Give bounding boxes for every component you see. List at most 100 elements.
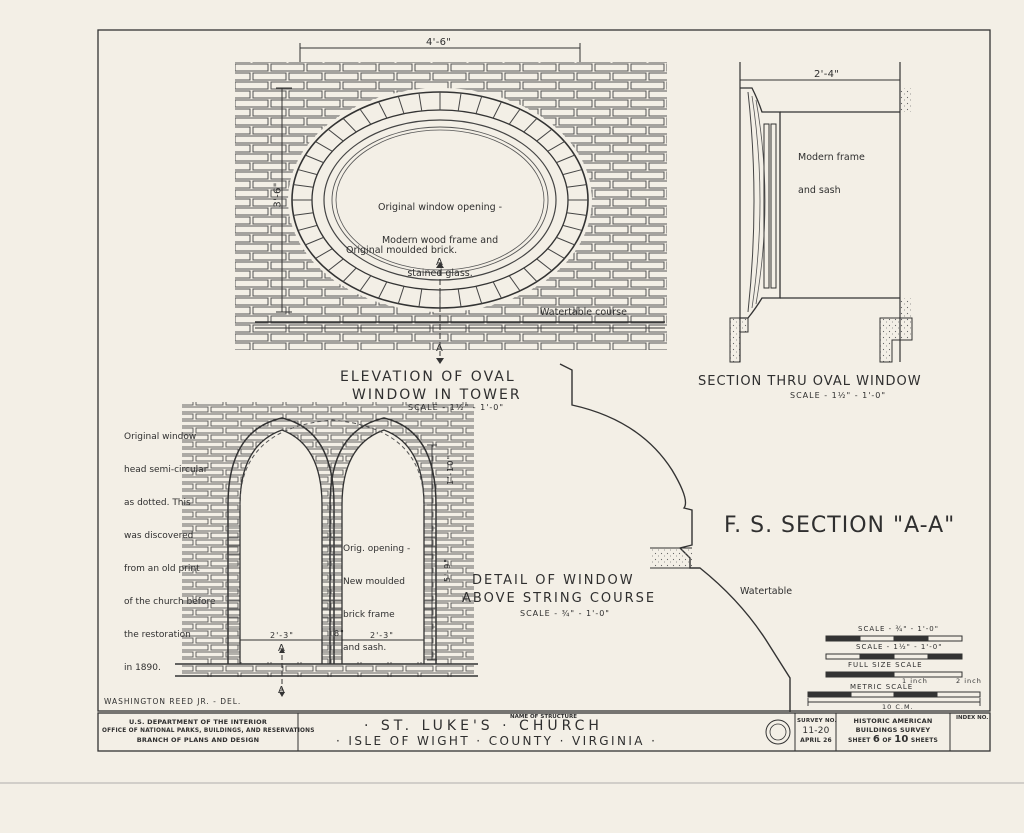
window-detail-frame bbox=[227, 417, 437, 664]
oval-voussoir-joint bbox=[508, 275, 521, 292]
scale-bar-2-label: SCALE - 1½" - 1'-0" bbox=[856, 643, 943, 651]
fs-watertable-note: Watertable bbox=[740, 586, 793, 597]
oval-voussoir-joint bbox=[378, 101, 388, 119]
oval-elevation-title-1: ELEVATION OF OVAL bbox=[340, 369, 516, 385]
window-detail-scale: SCALE - ¾" - 1'-0" bbox=[520, 609, 610, 618]
window-section-marker-top: A bbox=[278, 643, 286, 654]
structure-name: · ST. LUKE'S · CHURCH bbox=[364, 718, 603, 734]
oval-section bbox=[729, 62, 913, 363]
fs-section-title: F. S. SECTION "A-A" bbox=[724, 513, 956, 538]
oval-voussoir-joint bbox=[566, 184, 587, 188]
oval-voussoir-joint bbox=[397, 286, 405, 304]
scale-bar-3-label: FULL SIZE SCALE bbox=[848, 661, 923, 669]
habs-line-2: BUILDINGS SURVEY bbox=[855, 726, 931, 734]
oval-voussoir-joint bbox=[562, 224, 583, 231]
oval-voussoir-joint bbox=[418, 289, 423, 307]
window-opening-note: Orig. opening - New moulded brick frame … bbox=[343, 544, 411, 653]
oval-voussoir-joint bbox=[475, 96, 483, 114]
oval-voussoir-joint bbox=[566, 212, 587, 216]
window-dimension-upper: 1'-10" bbox=[446, 454, 456, 486]
oval-voussoir-joint bbox=[297, 169, 318, 176]
delineator-signature: WASHINGTON REED JR. - DEL. bbox=[104, 697, 242, 706]
fs-section-profile bbox=[559, 363, 791, 712]
habs-block: HISTORIC AMERICAN BUILDINGS SURVEY SHEET… bbox=[838, 717, 948, 745]
index-caption: INDEX NO. bbox=[956, 715, 989, 721]
oval-section-marker-top: A bbox=[436, 257, 444, 268]
oval-voussoir-joint bbox=[562, 169, 583, 176]
section-title: SECTION THRU OVAL WINDOW bbox=[698, 374, 922, 389]
oval-voussoir-joint bbox=[359, 108, 372, 125]
oval-voussoir-joint bbox=[492, 101, 502, 119]
scale-bar-3-sub: 1 inch bbox=[902, 677, 928, 685]
oval-watertable-note: Watertable course bbox=[540, 307, 627, 318]
oval-dimension-height: 3'-6" bbox=[272, 182, 284, 208]
oval-elevation-title-2: WINDOW IN TOWER bbox=[352, 387, 522, 403]
oval-voussoir-joint bbox=[492, 281, 502, 299]
structure-name-caption: NAME OF STRUCTURE bbox=[510, 714, 578, 720]
window-section-marker-bottom: A bbox=[278, 685, 286, 696]
oval-elevation-scale: SCALE - 1½" - 1'-0" bbox=[408, 403, 505, 412]
oval-brick-note: Original moulded brick. bbox=[346, 245, 458, 256]
window-dimension-lower: 5'-9" bbox=[442, 558, 452, 582]
window-detail bbox=[182, 402, 474, 677]
agency-line-1: U.S. DEPARTMENT OF THE INTERIOR bbox=[128, 718, 268, 726]
window-head-note: Original window head semi-circular as do… bbox=[124, 432, 216, 673]
oval-voussoir-joint bbox=[305, 154, 324, 164]
title-block-lines bbox=[97, 712, 991, 752]
oval-voussoir-joint bbox=[457, 289, 462, 307]
oval-section-marker-bottom: A bbox=[436, 343, 444, 354]
oval-voussoir-joint bbox=[293, 212, 314, 216]
structure-location: · ISLE OF WIGHT · COUNTY · VIRGINIA · bbox=[336, 734, 658, 748]
survey-number: 11-20 bbox=[802, 726, 830, 736]
oval-window-frame bbox=[291, 91, 589, 309]
oval-voussoir-joint bbox=[536, 128, 553, 142]
window-dimension-mid: 8" bbox=[334, 629, 345, 638]
sheet-border bbox=[97, 29, 991, 712]
habs-line-1: HISTORIC AMERICAN bbox=[853, 717, 933, 725]
agency-block: U.S. DEPARTMENT OF THE INTERIOR OFFICE O… bbox=[102, 718, 315, 745]
survey-caption: SURVEY NO. bbox=[797, 718, 837, 724]
oval-opening-note: Original window opening - Modern wood fr… bbox=[378, 202, 503, 279]
oval-voussoir-joint bbox=[327, 258, 344, 272]
oval-voussoir-joint bbox=[359, 275, 372, 292]
agency-line-3: BRANCH OF PLANS AND DESIGN bbox=[136, 736, 260, 744]
oval-voussoir-joint bbox=[556, 236, 575, 246]
scale-bar-1-label: SCALE - ¾" - 1'-0" bbox=[858, 625, 939, 633]
window-dimension-right: 2'-3" bbox=[370, 631, 394, 640]
section-dimension-width: 2'-4" bbox=[814, 69, 840, 80]
oval-voussoir-joint bbox=[418, 93, 423, 111]
oval-voussoir-joint bbox=[547, 248, 565, 259]
scale-bars bbox=[807, 635, 981, 706]
scale-bar-4-label: METRIC SCALE bbox=[850, 683, 914, 691]
oval-voussoir-joint bbox=[293, 184, 314, 188]
oval-voussoir-joint bbox=[475, 286, 483, 304]
survey-block: SURVEY NO. 11-20 APRIL 26 bbox=[797, 716, 837, 746]
window-detail-title-2: ABOVE STRING COURSE bbox=[462, 591, 657, 606]
oval-voussoir-joint bbox=[297, 224, 318, 231]
oval-voussoir-joint bbox=[457, 93, 462, 111]
oval-voussoir-joint bbox=[327, 128, 344, 142]
oval-voussoir-joint bbox=[508, 108, 521, 125]
agency-line-2: OFFICE OF NATIONAL PARKS, BUILDINGS, AND… bbox=[102, 728, 315, 734]
section-scale: SCALE - 1½" - 1'-0" bbox=[790, 391, 887, 400]
window-dimension-left: 2'-3" bbox=[270, 631, 294, 640]
sheet-count: SHEET 6 OF 10 SHEETS bbox=[847, 734, 939, 745]
oval-voussoir-joint bbox=[547, 141, 565, 152]
oval-voussoir-joint bbox=[315, 248, 333, 259]
oval-voussoir-joint bbox=[342, 267, 357, 282]
oval-voussoir-joint bbox=[315, 141, 333, 152]
oval-voussoir-joint bbox=[536, 258, 553, 272]
window-detail-title-1: DETAIL OF WINDOW bbox=[472, 573, 635, 588]
oval-voussoir-joint bbox=[397, 96, 405, 114]
oval-voussoir-joint bbox=[378, 281, 388, 299]
oval-voussoir-joint bbox=[342, 118, 357, 133]
oval-voussoir-joint bbox=[523, 118, 538, 133]
oval-voussoir-joint bbox=[523, 267, 538, 282]
oval-voussoir-joint bbox=[556, 154, 575, 164]
survey-date: APRIL 26 bbox=[800, 737, 832, 744]
oval-voussoir-joint bbox=[305, 236, 324, 246]
oval-dimension-width: 4'-6" bbox=[426, 37, 452, 48]
scale-bar-5-label: 10 C.M. bbox=[882, 703, 914, 711]
